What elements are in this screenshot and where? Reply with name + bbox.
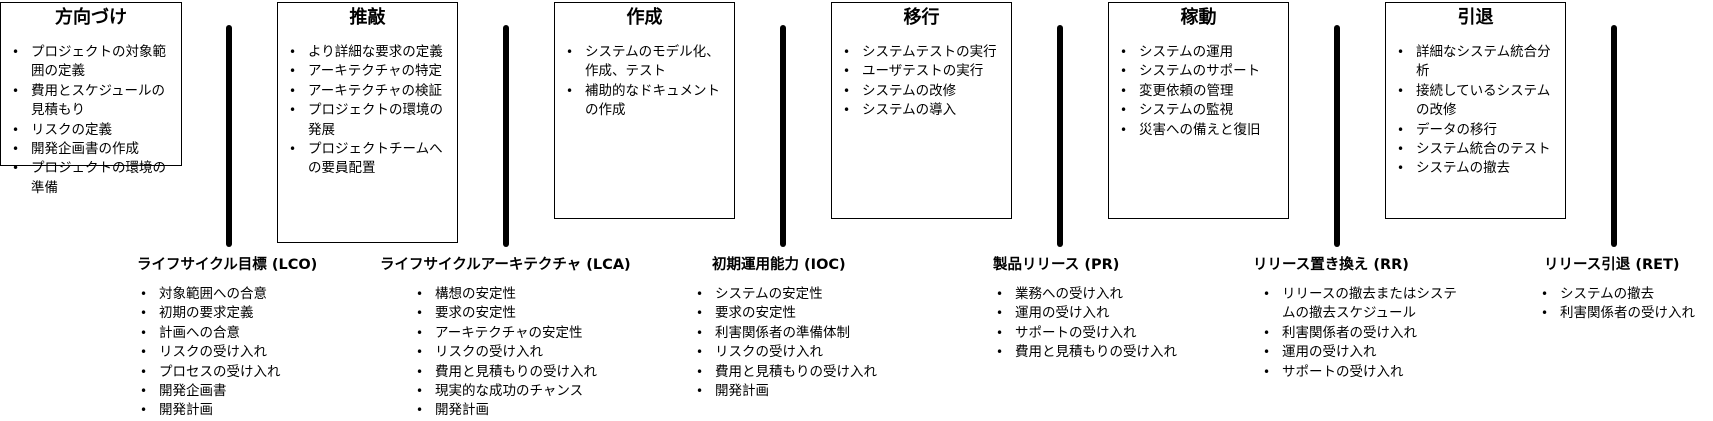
- list-item: プロジェクトの対象範囲の定義: [9, 43, 175, 82]
- milestone-rr: リリース置き換え (RR) リリースの撤去またはシステムの撤去スケジュール 利害…: [1253, 255, 1463, 382]
- list-item: システムテストの実行: [840, 43, 1005, 63]
- phase-box-construction: 作成 システムのモデル化、作成、テスト 補助的なドキュメントの作成: [554, 2, 735, 219]
- list-item: 対象範囲への合意: [137, 285, 337, 305]
- list-item: アーキテクチャの検証: [286, 82, 451, 102]
- list-item: 要求の安定性: [413, 304, 640, 324]
- milestone-item-list: システムの撤去 利害関係者の受け入れ: [1538, 285, 1713, 324]
- list-item: 詳細なシステム統合分析: [1394, 43, 1559, 82]
- milestone-title: ライフサイクルアーキテクチャ (LCA): [380, 257, 631, 273]
- list-item: プロジェクトの環境の発展: [286, 101, 451, 140]
- phase-item-list: システムテストの実行 ユーザテストの実行 システムの改修 システムの導入: [832, 43, 1011, 121]
- list-item: システムの安定性: [693, 285, 913, 305]
- list-item: 初期の要求定義: [137, 304, 337, 324]
- phase-title: 引退: [1457, 7, 1494, 28]
- milestone-divider: [503, 25, 509, 247]
- list-item: 構想の安定性: [413, 285, 640, 305]
- list-item: 開発計画: [693, 382, 913, 402]
- list-item: 開発企画書の作成: [9, 140, 175, 160]
- list-item: プロジェクトの環境の準備: [9, 159, 175, 198]
- list-item: 計画への合意: [137, 324, 337, 344]
- list-item: アーキテクチャの特定: [286, 62, 451, 82]
- list-item: サポートの受け入れ: [1260, 363, 1463, 383]
- milestone-divider: [780, 25, 786, 247]
- milestone-ret: リリース引退 (RET) システムの撤去 利害関係者の受け入れ: [1538, 255, 1713, 324]
- list-item: 利害関係者の受け入れ: [1538, 304, 1713, 324]
- list-item: 開発計画: [413, 401, 640, 421]
- milestone-item-list: 対象範囲への合意 初期の要求定義 計画への合意 リスクの受け入れ プロセスの受け…: [137, 285, 337, 421]
- phase-title: 移行: [903, 7, 940, 28]
- list-item: 業務への受け入れ: [993, 285, 1213, 305]
- list-item: 費用と見積もりの受け入れ: [693, 363, 913, 383]
- list-item: 費用と見積もりの受け入れ: [413, 363, 640, 383]
- milestone-pr: 製品リリース (PR) 業務への受け入れ 運用の受け入れ サポートの受け入れ 費…: [993, 255, 1213, 363]
- list-item: 費用と見積もりの受け入れ: [993, 343, 1213, 363]
- milestone-item-list: リリースの撤去またはシステムの撤去スケジュール 利害関係者の受け入れ 運用の受け…: [1253, 285, 1463, 382]
- phase-item-list: 詳細なシステム統合分析 接続しているシステムの改修 データの移行 システム統合の…: [1386, 43, 1565, 179]
- list-item: 費用とスケジュールの見積もり: [9, 82, 175, 121]
- list-item: 災害への備えと復旧: [1117, 121, 1282, 141]
- list-item: 運用の受け入れ: [1260, 343, 1463, 363]
- milestone-item-list: システムの安定性 要求の安定性 利害関係者の準備体制 リスクの受け入れ 費用と見…: [693, 285, 913, 402]
- list-item: システムの撤去: [1538, 285, 1713, 305]
- milestone-title: リリース引退 (RET): [1544, 257, 1680, 273]
- list-item: ユーザテストの実行: [840, 62, 1005, 82]
- list-item: プロセスの受け入れ: [137, 363, 337, 383]
- list-item: 補助的なドキュメントの作成: [563, 82, 728, 121]
- milestone-title: 初期運用能力 (IOC): [712, 257, 846, 273]
- phase-box-transition: 移行 システムテストの実行 ユーザテストの実行 システムの改修 システムの導入: [831, 2, 1012, 219]
- list-item: システムの監視: [1117, 101, 1282, 121]
- list-item: 利害関係者の準備体制: [693, 324, 913, 344]
- list-item: 接続しているシステムの改修: [1394, 82, 1559, 121]
- list-item: リリースの撤去またはシステムの撤去スケジュール: [1260, 285, 1463, 324]
- list-item: 運用の受け入れ: [993, 304, 1213, 324]
- milestone-lca: ライフサイクルアーキテクチャ (LCA) 構想の安定性 要求の安定性 アーキテク…: [380, 255, 640, 421]
- phase-box-elaboration: 推敲 より詳細な要求の定義 アーキテクチャの特定 アーキテクチャの検証 プロジェ…: [277, 2, 458, 243]
- phase-title: 稼動: [1180, 7, 1217, 28]
- list-item: システム統合のテスト: [1394, 140, 1559, 160]
- list-item: 利害関係者の受け入れ: [1260, 324, 1463, 344]
- phase-item-list: システムのモデル化、作成、テスト 補助的なドキュメントの作成: [555, 43, 734, 121]
- milestone-title: ライフサイクル目標 (LCO): [137, 257, 318, 273]
- milestone-item-list: 業務への受け入れ 運用の受け入れ サポートの受け入れ 費用と見積もりの受け入れ: [993, 285, 1213, 363]
- phase-item-list: システムの運用 システムのサポート 変更依頼の管理 システムの監視 災害への備え…: [1109, 43, 1288, 140]
- list-item: リスクの受け入れ: [137, 343, 337, 363]
- list-item: システムの導入: [840, 101, 1005, 121]
- milestone-divider: [1611, 25, 1617, 247]
- list-item: プロジェクトチームへの要員配置: [286, 140, 451, 179]
- phase-box-inception: 方向づけ プロジェクトの対象範囲の定義 費用とスケジュールの見積もり リスクの定…: [0, 2, 182, 196]
- list-item: システムの撤去: [1394, 159, 1559, 179]
- phase-box-production: 稼動 システムの運用 システムのサポート 変更依頼の管理 システムの監視 災害へ…: [1108, 2, 1289, 219]
- list-item: データの移行: [1394, 121, 1559, 141]
- list-item: リスクの受け入れ: [413, 343, 640, 363]
- phase-title: 推敲: [349, 7, 386, 28]
- list-item: システムのサポート: [1117, 62, 1282, 82]
- phase-title: 方向づけ: [55, 7, 127, 28]
- milestone-divider: [1334, 25, 1340, 247]
- list-item: より詳細な要求の定義: [286, 43, 451, 63]
- list-item: リスクの受け入れ: [693, 343, 913, 363]
- milestone-lco: ライフサイクル目標 (LCO) 対象範囲への合意 初期の要求定義 計画への合意 …: [137, 255, 337, 421]
- milestone-divider: [226, 25, 232, 247]
- list-item: 変更依頼の管理: [1117, 82, 1282, 102]
- list-item: 開発企画書: [137, 382, 337, 402]
- milestone-item-list: 構想の安定性 要求の安定性 アーキテクチャの安定性 リスクの受け入れ 費用と見積…: [380, 285, 640, 421]
- list-item: リスクの定義: [9, 121, 175, 141]
- milestone-title: リリース置き換え (RR): [1253, 257, 1409, 273]
- milestone-ioc: 初期運用能力 (IOC) システムの安定性 要求の安定性 利害関係者の準備体制 …: [693, 255, 913, 402]
- list-item: 要求の安定性: [693, 304, 913, 324]
- milestone-title: 製品リリース (PR): [993, 257, 1120, 273]
- phase-title: 作成: [626, 7, 663, 28]
- list-item: サポートの受け入れ: [993, 324, 1213, 344]
- phase-item-list: より詳細な要求の定義 アーキテクチャの特定 アーキテクチャの検証 プロジェクトの…: [278, 43, 457, 179]
- list-item: 開発計画: [137, 401, 337, 421]
- phase-box-retirement: 引退 詳細なシステム統合分析 接続しているシステムの改修 データの移行 システム…: [1385, 2, 1566, 219]
- list-item: システムの改修: [840, 82, 1005, 102]
- phase-item-list: プロジェクトの対象範囲の定義 費用とスケジュールの見積もり リスクの定義 開発企…: [1, 43, 181, 198]
- milestone-divider: [1057, 25, 1063, 247]
- list-item: アーキテクチャの安定性: [413, 324, 640, 344]
- list-item: システムのモデル化、作成、テスト: [563, 43, 728, 82]
- list-item: 現実的な成功のチャンス: [413, 382, 640, 402]
- list-item: システムの運用: [1117, 43, 1282, 63]
